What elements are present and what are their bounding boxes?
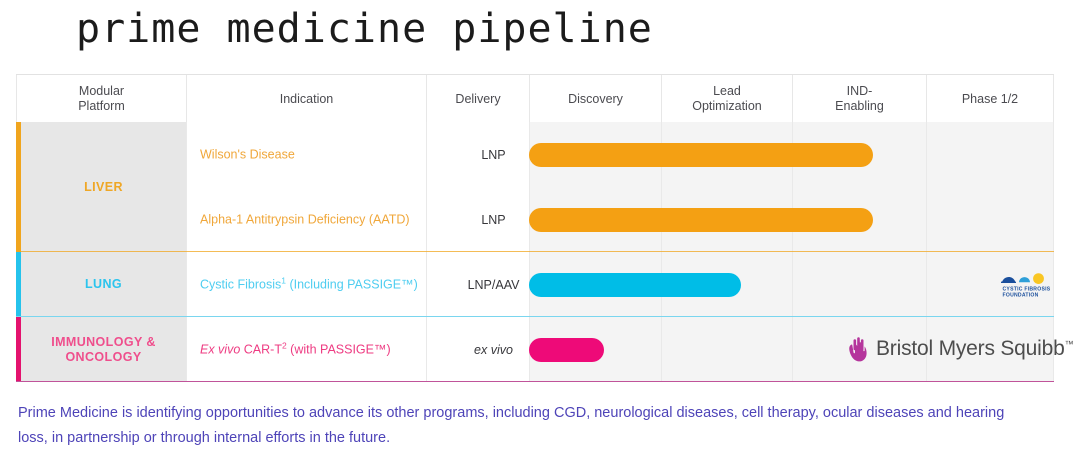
indication-label: Cystic Fibrosis1 (Including PASSIGE™) [200,274,418,291]
column-rule [661,122,662,252]
delivery-label: LNP [481,212,506,227]
page-title: prime medicine pipeline [76,6,653,52]
column-rule [426,252,427,317]
platform-label-immunology-oncology: IMMUNOLOGY & ONCOLOGY [51,334,156,364]
bms-hand-icon [849,337,867,362]
column-header-ind-enabling: IND- Enabling [792,75,926,123]
platform-label-liver: LIVER [84,179,123,194]
column-rule [661,317,662,382]
column-header-lead-optimization: Lead Optimization [661,75,792,123]
trademark-symbol: ™ [1064,339,1074,349]
column-rule [186,122,187,252]
column-header-indication: Indication [186,75,426,123]
column-rule [186,252,187,317]
progress-bar-aatd [529,208,873,232]
program-row-car-t: Ex vivo CAR-T2 (with PASSIGE™) ex vivo [186,317,1054,382]
platform-accent-bar-immunology-oncology [16,317,21,382]
column-header-discovery: Discovery [529,75,661,123]
delivery-label: LNP [481,147,506,162]
column-header-delivery: Delivery [426,75,529,123]
bms-wordmark: Bristol Myers Squibb™ [876,337,1074,360]
delivery-label: LNP/AAV [467,277,520,292]
progress-bar-cystic-fibrosis [529,273,741,297]
table-header-row: Modular Platform Indication Delivery Dis… [16,74,1054,124]
column-rule [426,122,427,252]
progress-bar-wilsons-disease [529,143,873,167]
indication-italic-prefix: Ex vivo [200,342,241,356]
program-row-aatd: Alpha-1 Antitrypsin Deficiency (AATD) LN… [186,187,1054,252]
group-divider-liver [16,251,1054,252]
column-rule [926,122,927,252]
pipeline-table: Modular Platform Indication Delivery Dis… [16,74,1054,382]
footnote-marker-2: 2 [281,339,287,350]
program-row-cystic-fibrosis: Cystic Fibrosis1 (Including PASSIGE™) LN… [186,252,1054,317]
column-rule [1053,252,1054,317]
platform-group-liver: LIVER Wilson's Disease LNP Alpha-1 Antit… [16,122,1054,252]
column-rule [529,122,530,252]
cystic-fibrosis-foundation-logo: CYSTIC FIBROSIS FOUNDATION [1000,271,1056,299]
footnote-text: Prime Medicine is identifying opportunit… [18,405,1005,446]
delivery-label: ex vivo [474,342,513,357]
column-rule [1053,317,1054,382]
indication-label: Wilson's Disease [200,147,295,161]
column-rule [926,252,927,317]
column-rule [1053,122,1054,252]
cff-logo-icon: CYSTIC FIBROSIS FOUNDATION [1001,273,1051,299]
svg-text:FOUNDATION: FOUNDATION [1003,293,1039,299]
program-row-wilsons-disease: Wilson's Disease LNP [186,122,1054,187]
progress-bar-car-t [529,338,604,362]
group-divider-immunology-oncology [16,381,1054,382]
column-rule [792,252,793,317]
footnote-marker-1: 1 [281,274,286,285]
indication-label: Alpha-1 Antitrypsin Deficiency (AATD) [200,212,410,226]
column-rule [792,317,793,382]
column-rule [426,317,427,382]
platform-accent-bar-liver [16,122,21,252]
platform-label-lung: LUNG [84,277,122,291]
column-header-phase-1-2: Phase 1/2 [926,75,1054,123]
platform-accent-bar-lung [16,252,21,317]
group-divider-lung [16,316,1054,317]
svg-text:CYSTIC FIBROSIS: CYSTIC FIBROSIS [1003,286,1051,292]
column-header-modular-platform: Modular Platform [16,75,186,123]
column-rule [186,317,187,382]
column-rule [926,317,927,382]
indication-label: Ex vivo CAR-T2 (with PASSIGE™) [200,339,391,356]
bristol-myers-squibb-logo: Bristol Myers Squibb™ [848,336,1074,362]
column-rule [792,122,793,252]
